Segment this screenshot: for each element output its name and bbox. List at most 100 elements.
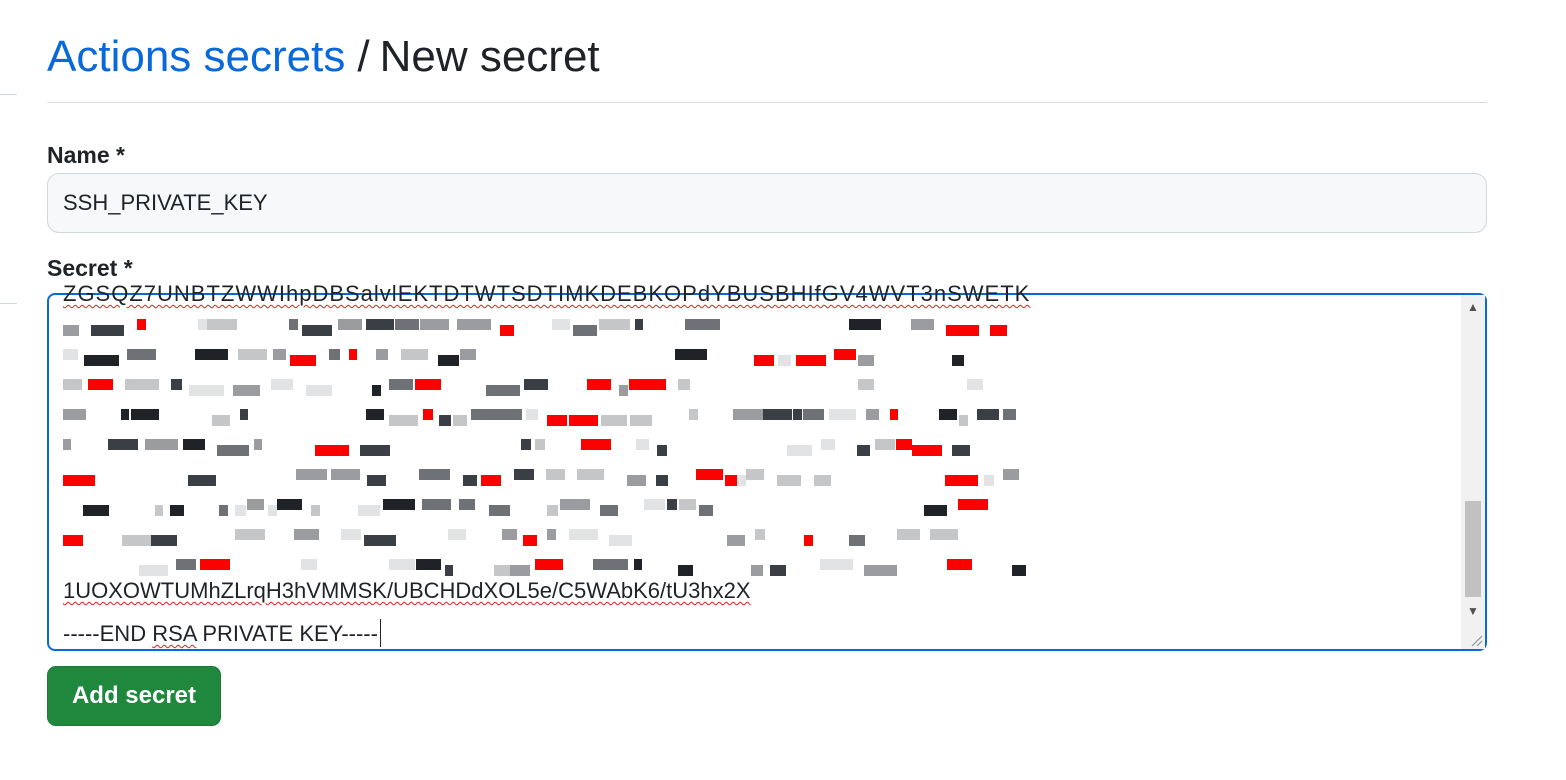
redaction-block (667, 499, 677, 510)
redaction-block (644, 499, 665, 510)
secret-scrollbar[interactable]: ▲ ▼ (1461, 295, 1485, 649)
redaction-block (183, 439, 205, 450)
redaction-block (814, 475, 831, 486)
redaction-block (866, 409, 879, 420)
resize-grip-icon[interactable] (1469, 633, 1483, 647)
redaction-block (63, 379, 82, 390)
redaction-block (122, 535, 151, 546)
redaction-block (699, 505, 713, 516)
redaction-block (453, 415, 467, 426)
redaction-block (389, 559, 415, 570)
redaction-block (301, 559, 317, 570)
redaction-row (63, 469, 1023, 486)
redaction-block (696, 469, 723, 480)
redaction-block (535, 559, 563, 570)
redaction-block (984, 475, 994, 486)
redaction-block (1003, 409, 1016, 420)
secret-textarea[interactable]: ZGSQZ7UNBTZWWIhpDBSalvlEKTDTWTSDTIMKDEBK… (47, 281, 1487, 651)
redaction-block (84, 355, 119, 366)
redaction-block (415, 379, 441, 390)
redaction-block (439, 415, 451, 426)
redaction-block (108, 439, 138, 450)
add-secret-button[interactable]: Add secret (47, 666, 221, 726)
triangle-down-icon[interactable]: ▼ (1467, 604, 1479, 618)
secret-last-prefix: -----END (63, 621, 153, 646)
redaction-block (952, 355, 964, 366)
scroll-thumb[interactable] (1465, 501, 1481, 597)
redaction-block (200, 559, 230, 570)
redaction-block (601, 415, 627, 426)
redaction-block (217, 445, 249, 456)
redaction-block (457, 319, 491, 330)
redaction-block (338, 319, 362, 330)
secret-last-word: RSA (152, 621, 197, 646)
redaction-block (302, 325, 332, 336)
redaction-block (171, 379, 182, 390)
redaction-block (423, 409, 433, 420)
redaction-block (170, 505, 184, 516)
redaction-block (569, 415, 598, 426)
redaction-block (636, 439, 649, 450)
redaction-block (127, 349, 156, 360)
redaction-block (383, 499, 415, 510)
redaction-block (155, 505, 163, 516)
redaction-block (422, 499, 451, 510)
redaction-block (460, 349, 476, 360)
secret-last-suffix: PRIVATE KEY----- (196, 621, 378, 646)
redaction-block (494, 565, 510, 576)
redaction-block (88, 379, 113, 390)
text-caret (379, 619, 381, 647)
redaction-block (395, 319, 419, 330)
redaction-block (630, 415, 652, 426)
redaction-block (290, 355, 316, 366)
redaction-block (821, 439, 835, 450)
redaction-block (787, 445, 812, 456)
redaction-block (189, 385, 224, 396)
redaction-block (535, 439, 545, 450)
redaction-block (376, 349, 388, 360)
redaction-block (273, 349, 286, 360)
redaction-block (463, 475, 477, 486)
redaction-block (751, 565, 763, 576)
redaction-block (560, 499, 590, 510)
redaction-block (754, 355, 774, 366)
redaction-block (481, 475, 501, 486)
redaction-block (725, 475, 737, 486)
breadcrumb-separator: / (357, 32, 370, 81)
redaction-block (581, 439, 611, 450)
redaction-block (763, 409, 792, 420)
redaction-row (63, 409, 1023, 426)
redaction-block (939, 409, 957, 420)
redaction-block (176, 559, 196, 570)
redaction-block (546, 469, 565, 480)
breadcrumb-actions-secrets-link[interactable]: Actions secrets (47, 32, 346, 81)
redaction-block (834, 349, 856, 360)
redaction-block (271, 379, 293, 390)
redaction-block (569, 529, 598, 540)
redaction-block (151, 535, 177, 546)
name-input[interactable]: SSH_PRIVATE_KEY (47, 173, 1487, 233)
redaction-block (849, 535, 865, 546)
redaction-block (958, 499, 988, 510)
redaction-block (657, 445, 667, 456)
redaction-block (896, 439, 912, 450)
redaction-block (510, 565, 530, 576)
redaction-block (1012, 565, 1026, 576)
redaction-block (486, 385, 520, 396)
redaction-block (416, 559, 441, 570)
page-title: Actions secrets/New secret (47, 0, 1487, 103)
redaction-block (514, 469, 534, 480)
redaction-block (952, 445, 970, 456)
redaction-block (420, 319, 449, 330)
redaction-row (63, 439, 1023, 456)
redaction-block (63, 439, 71, 450)
redaction-block (372, 385, 381, 396)
redaction-block (306, 385, 332, 396)
redaction-block (967, 379, 983, 390)
triangle-up-icon[interactable]: ▲ (1467, 300, 1479, 314)
redaction-block (990, 325, 1007, 336)
redaction-block (445, 565, 453, 576)
name-label: Name * (47, 142, 125, 168)
redaction-block (238, 349, 267, 360)
redaction-block (770, 565, 786, 576)
